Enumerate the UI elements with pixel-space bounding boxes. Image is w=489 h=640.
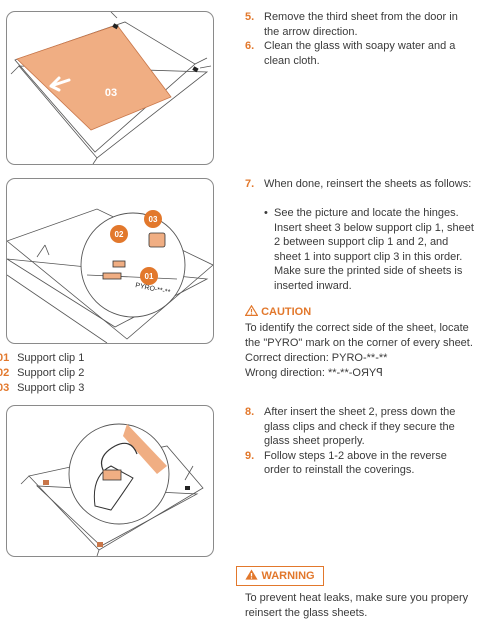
figure-remove-sheet: 03 xyxy=(6,11,214,165)
step-6: 6.Clean the glass with soapy water and a… xyxy=(245,40,456,67)
caution-text: To identify the correct side of the shee… xyxy=(245,322,473,379)
step-7: 7.When done, reinsert the sheets as foll… xyxy=(245,178,472,190)
clip-legend: 01 Support clip 1 02 Support clip 2 03 S… xyxy=(0,351,84,396)
step-8: 8.After insert the sheet 2, press down t… xyxy=(245,406,456,447)
callout-03: 03 xyxy=(149,215,158,224)
legend-row-2: 02 Support clip 2 xyxy=(0,367,85,379)
figure-glass-clips xyxy=(6,405,214,557)
steps-5-6: 5.Remove the third sheet from the door i… xyxy=(245,10,475,68)
caution-heading: CAUTION xyxy=(244,304,311,318)
door-illustration: 03 xyxy=(10,12,212,164)
step-9: 9.Follow steps 1-2 above in the reverse … xyxy=(245,449,447,477)
figure-hinges: PYRO-**-** 02 03 01 xyxy=(6,178,214,344)
step-5: 5.Remove the third sheet from the door i… xyxy=(245,11,458,38)
callout-01: 01 xyxy=(145,272,154,281)
legend-row-1: 01 Support clip 1 xyxy=(0,352,85,364)
legend-row-3: 03 Support clip 3 xyxy=(0,382,85,394)
steps-8-9: 8.After insert the sheet 2, press down t… xyxy=(245,405,475,478)
warning-text: To prevent heat leaks, make sure you pro… xyxy=(245,592,469,619)
warning-heading: WARNING xyxy=(236,566,324,586)
hinge-illustration: PYRO-**-** 02 03 01 xyxy=(7,208,213,343)
clip-illustration xyxy=(20,423,204,556)
callout-02: 02 xyxy=(115,230,124,239)
step-7-bullet: See the picture and locate the hinges. I… xyxy=(264,206,475,293)
warning-triangle-icon xyxy=(244,304,259,316)
warning-triangle-icon xyxy=(245,569,258,580)
callout-03: 03 xyxy=(105,87,117,99)
step-7-list: 7.When done, reinsert the sheets as foll… xyxy=(245,177,475,192)
